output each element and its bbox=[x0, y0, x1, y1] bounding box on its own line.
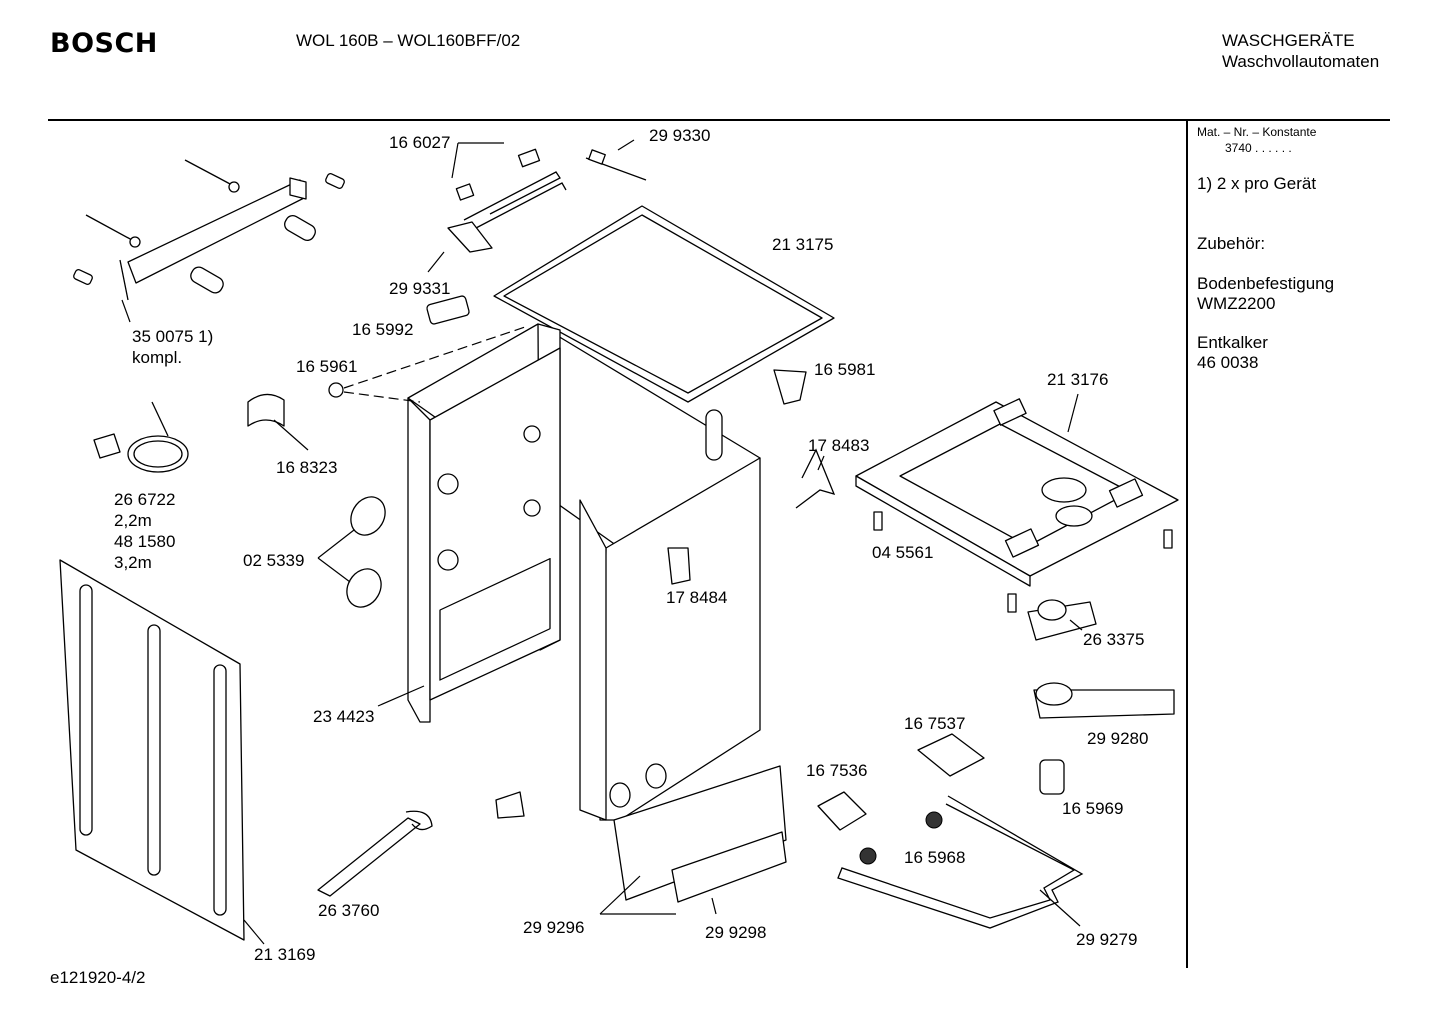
header-divider bbox=[48, 119, 1390, 121]
part-label-025339: 02 5339 bbox=[243, 551, 305, 570]
quantity-note: 1) 2 x pro Gerät bbox=[1197, 174, 1317, 193]
brand-logo: BOSCH bbox=[50, 28, 158, 59]
part-label-263760: 26 3760 bbox=[318, 901, 380, 920]
part-label-213169: 21 3169 bbox=[254, 945, 316, 964]
mat-value: 3740 . . . . . . bbox=[1225, 141, 1292, 155]
leader-lines bbox=[121, 139, 1083, 945]
part-label-213175: 21 3175 bbox=[772, 235, 834, 254]
sidebar-divider bbox=[1186, 120, 1188, 968]
part-label-299279: 29 9279 bbox=[1076, 930, 1138, 949]
base-plate-drawing bbox=[855, 398, 1179, 613]
part-label-266722-length: 2,2m bbox=[114, 511, 152, 530]
part-label-kompl: kompl. bbox=[132, 348, 183, 367]
top-cover-drawing bbox=[493, 205, 835, 403]
part-label-165961: 16 5961 bbox=[296, 357, 358, 376]
accessory-name-1: Bodenbefestigung bbox=[1197, 274, 1335, 293]
part-label-168323: 16 8323 bbox=[276, 458, 338, 477]
part-label-213176: 21 3176 bbox=[1047, 370, 1109, 389]
category-subtitle: Waschvollautomaten bbox=[1222, 52, 1380, 71]
drawing-id: e121920-4/2 bbox=[50, 968, 146, 987]
exploded-parts-drawing bbox=[59, 139, 1179, 945]
accessories-title: Zubehör: bbox=[1197, 234, 1266, 253]
accessory-code-2: 46 0038 bbox=[1197, 353, 1259, 372]
part-label-178483: 17 8483 bbox=[808, 436, 870, 455]
part-label-263375: 26 3375 bbox=[1083, 630, 1145, 649]
part-label-350075: 35 0075 1) bbox=[132, 327, 214, 346]
part-label-299296: 29 9296 bbox=[523, 918, 585, 937]
part-label-167536: 16 7536 bbox=[806, 761, 868, 780]
part-label-165981: 16 5981 bbox=[814, 360, 876, 379]
small-parts-drawing bbox=[93, 295, 1175, 929]
part-label-167537: 16 7537 bbox=[904, 714, 966, 733]
part-label-299330: 29 9330 bbox=[649, 126, 711, 145]
part-label-178484: 17 8484 bbox=[666, 588, 728, 607]
part-label-045561: 04 5561 bbox=[872, 543, 934, 562]
part-label-266722: 26 6722 bbox=[114, 490, 176, 509]
part-label-299298: 29 9298 bbox=[705, 923, 767, 942]
part-label-299280: 29 9280 bbox=[1087, 729, 1149, 748]
part-label-234423: 23 4423 bbox=[313, 707, 375, 726]
cabinet-drawing bbox=[407, 323, 761, 821]
model-title: WOL 160B – WOL160BFF/02 bbox=[296, 31, 521, 50]
part-label-481580: 48 1580 bbox=[114, 532, 176, 551]
part-label-299331: 29 9331 bbox=[389, 279, 451, 298]
mat-title: Mat. – Nr. – Konstante bbox=[1197, 125, 1317, 139]
top-rail-drawing bbox=[447, 148, 647, 253]
part-label-165992: 16 5992 bbox=[352, 320, 414, 339]
part-label-165968: 16 5968 bbox=[904, 848, 966, 867]
part-label-481580-length: 3,2m bbox=[114, 553, 152, 572]
side-panel-drawing bbox=[59, 559, 245, 941]
accessory-code-1: WMZ2200 bbox=[1197, 294, 1276, 313]
part-label-165969: 16 5969 bbox=[1062, 799, 1124, 818]
mounting-bracket-drawing bbox=[73, 159, 345, 301]
accessory-name-2: Entkalker bbox=[1197, 333, 1268, 352]
category-title: WASCHGERÄTE bbox=[1222, 31, 1355, 50]
part-label-166027: 16 6027 bbox=[389, 133, 451, 152]
